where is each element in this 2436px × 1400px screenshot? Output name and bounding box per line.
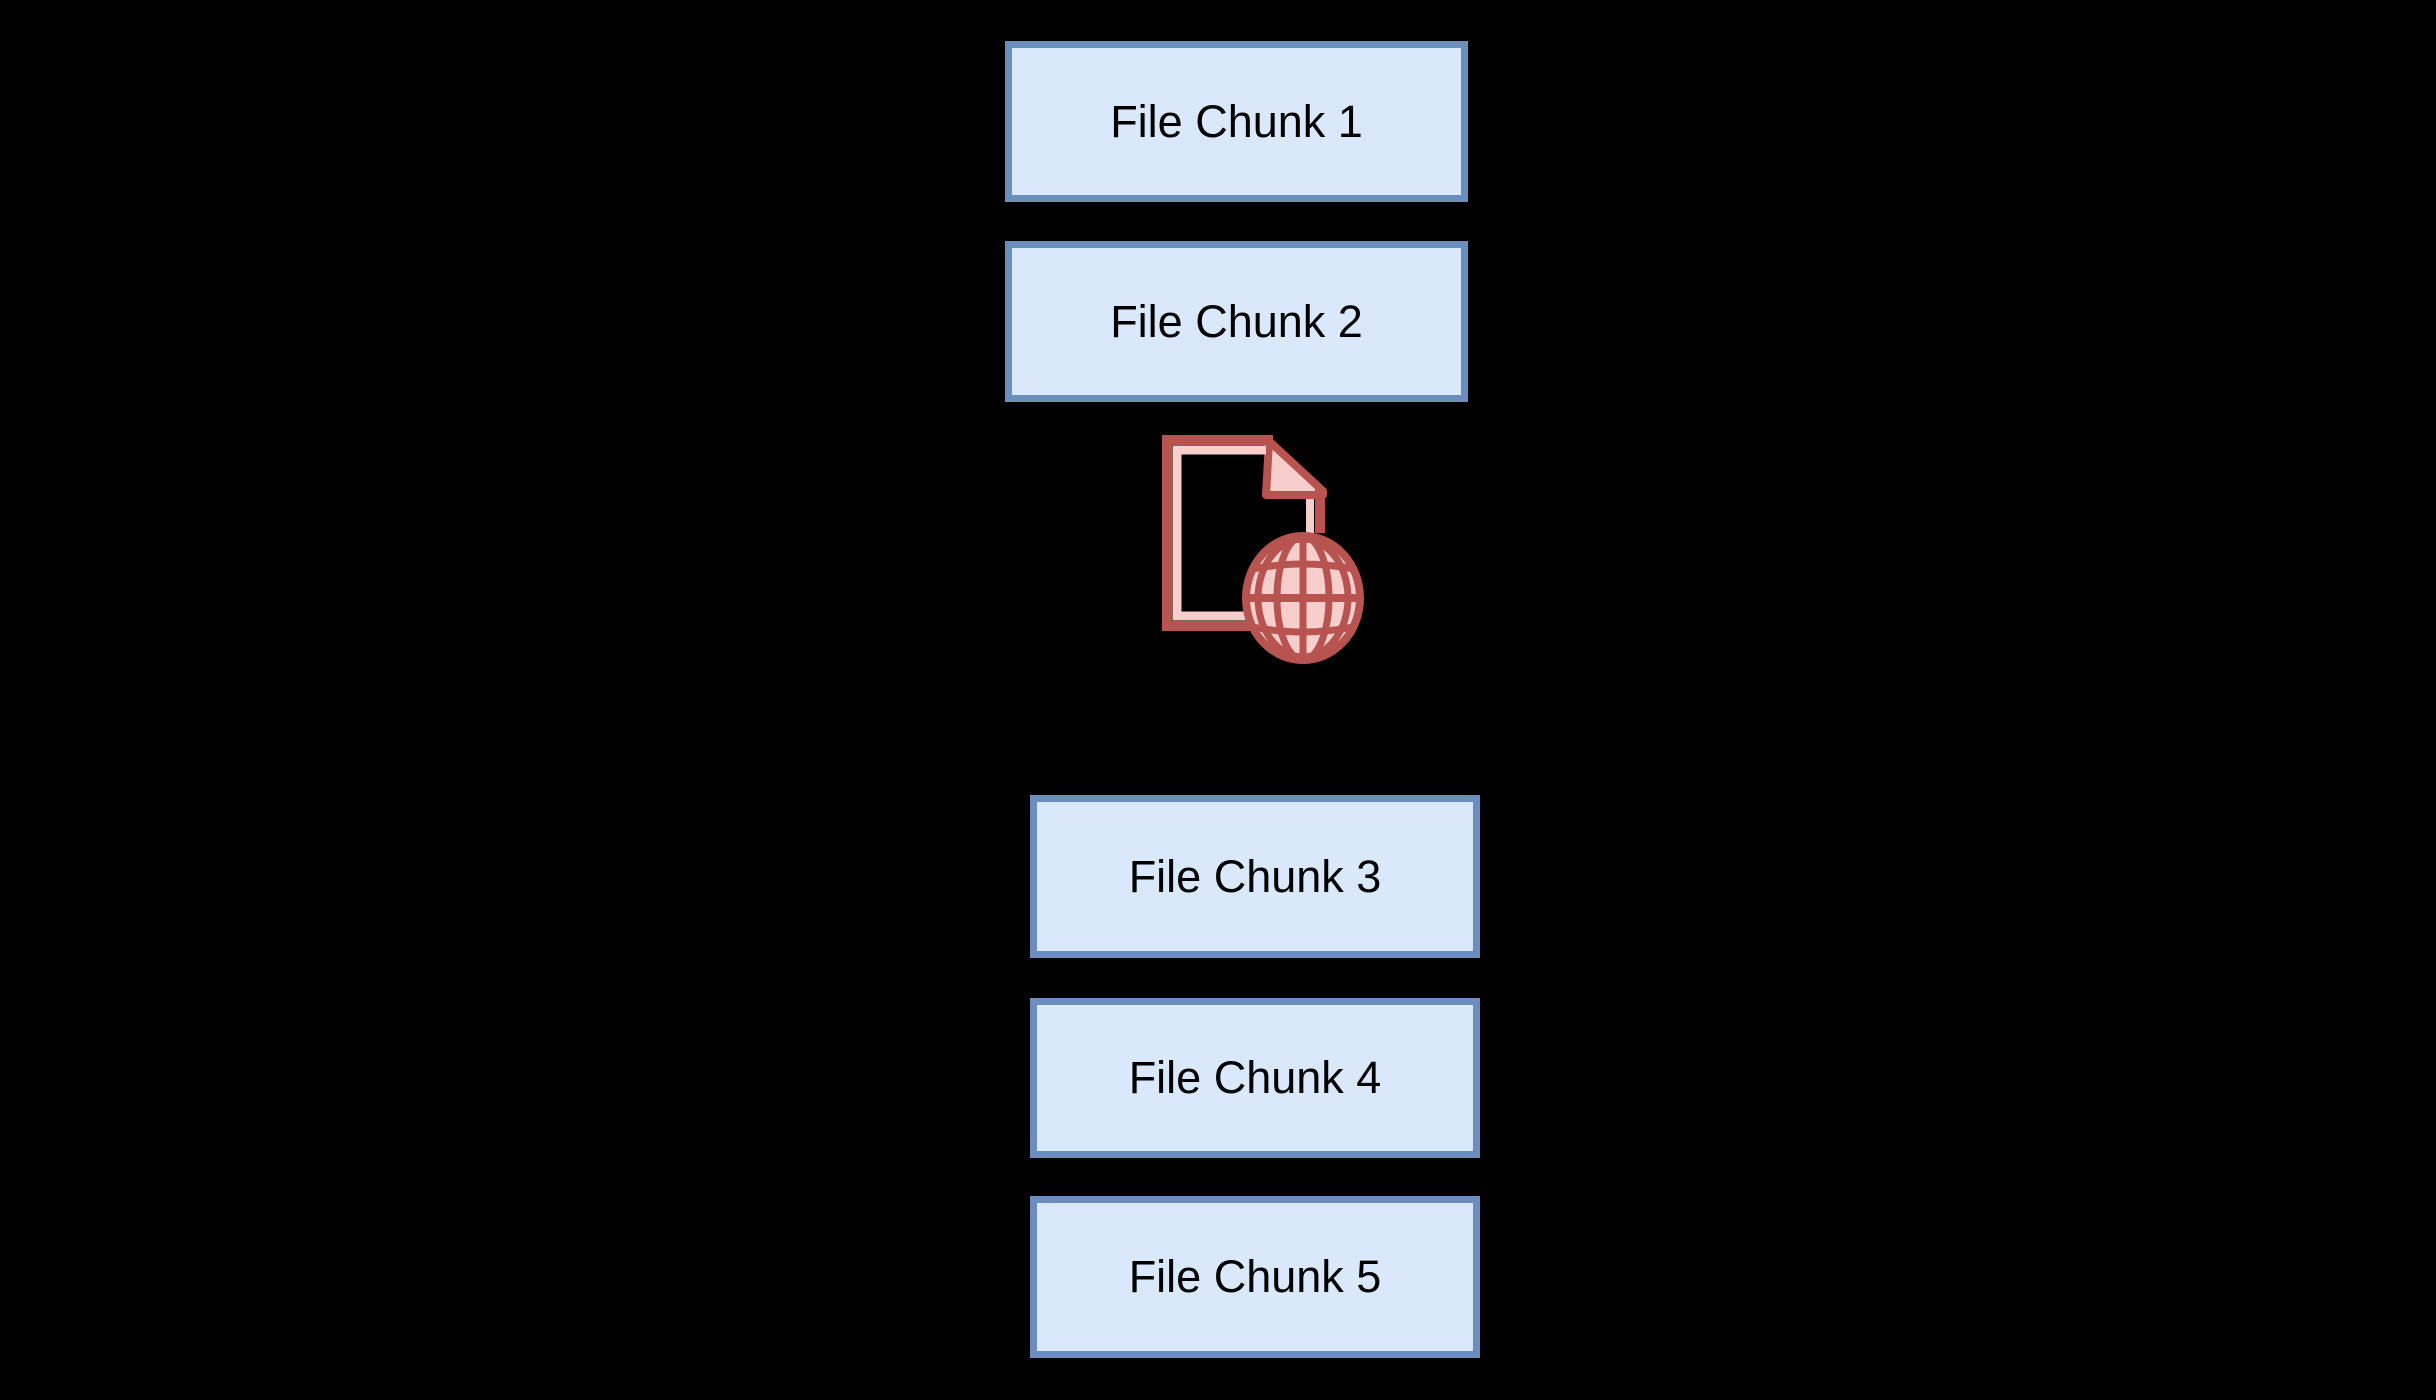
file-chunk-4-box: File Chunk 4 — [1030, 998, 1480, 1158]
globe-icon — [1242, 532, 1364, 664]
file-globe-icon — [1162, 435, 1364, 664]
file-chunk-3-label: File Chunk 3 — [1128, 850, 1382, 902]
file-chunk-5-box: File Chunk 5 — [1030, 1196, 1480, 1358]
file-chunk-1-box: File Chunk 1 — [1005, 41, 1468, 202]
file-chunk-2-box: File Chunk 2 — [1005, 241, 1468, 402]
file-chunk-5-label: File Chunk 5 — [1128, 1251, 1382, 1302]
file-chunk-4-label: File Chunk 4 — [1128, 1052, 1382, 1103]
file-chunk-2-label: File Chunk 2 — [1110, 295, 1363, 347]
file-chunk-1-label: File Chunk 1 — [1110, 95, 1363, 147]
file-chunk-3-box: File Chunk 3 — [1030, 795, 1480, 958]
